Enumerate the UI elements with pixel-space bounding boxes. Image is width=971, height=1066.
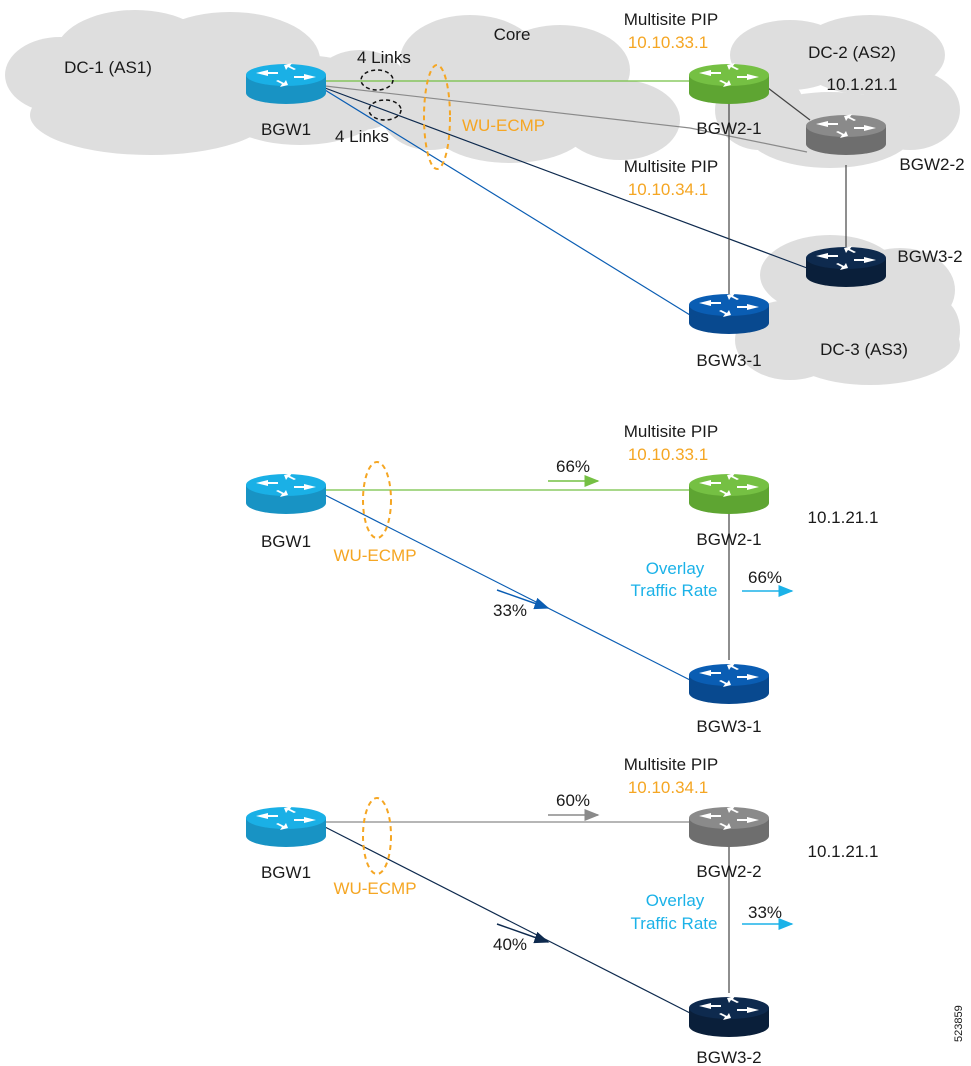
router-icon (689, 293, 769, 334)
middle-section: Multisite PIP 10.10.33.1 66% BGW1 WU-ECM… (246, 422, 878, 736)
link-mid-blue (324, 494, 691, 681)
wuecmp-ellipse (362, 797, 392, 875)
bot-gray-pct: 60% (556, 791, 590, 810)
mid-bgw2-label: BGW2-1 (696, 530, 761, 549)
link-bundle-upper (360, 69, 394, 91)
bot-navy-pct: 40% (493, 935, 527, 954)
bgw3-2-label: BGW3-2 (897, 247, 962, 266)
router-icon (689, 63, 769, 104)
router-icon (246, 63, 326, 104)
links-upper-label: 4 Links (357, 48, 411, 67)
mid-green-pct: 66% (556, 457, 590, 476)
mid-overlay-2: Traffic Rate (631, 581, 718, 600)
bgw2-2-label: BGW2-2 (899, 155, 964, 174)
mid-overlay-pct: 66% (748, 568, 782, 587)
dc2-label: DC-2 (AS2) (808, 43, 896, 62)
bot-pip-title: Multisite PIP (624, 755, 718, 774)
router-icon (806, 246, 886, 287)
router-icon (689, 663, 769, 704)
router-icon (689, 996, 769, 1037)
arrow-mid-blue (496, 589, 550, 610)
top-section: DC-1 (AS1) Core DC-2 (AS2) DC-3 (AS3) 4 … (5, 10, 965, 385)
bot-overlay-pct: 33% (748, 903, 782, 922)
bot-overlay-1: Overlay (646, 891, 705, 910)
router-icon (689, 806, 769, 847)
wuecmp-label: WU-ECMP (462, 116, 545, 135)
bot-pip-ip: 10.10.34.1 (628, 778, 708, 797)
dc1-label: DC-1 (AS1) (64, 58, 152, 77)
bottom-section: Multisite PIP 10.10.34.1 60% BGW1 WU-ECM… (246, 755, 878, 1066)
bgw3-1-label: BGW3-1 (696, 351, 761, 370)
mid-pip-title: Multisite PIP (624, 422, 718, 441)
wuecmp-ellipse (362, 461, 392, 539)
bot-overlay-2: Traffic Rate (631, 914, 718, 933)
link-bundle-lower (368, 99, 402, 121)
bot-wuecmp-label: WU-ECMP (333, 879, 416, 898)
wuecmp-ellipse (423, 64, 451, 170)
bot-ip: 10.1.21.1 (808, 842, 879, 861)
bot-bgw3-label: BGW3-2 (696, 1048, 761, 1066)
bgw2-1-label: BGW2-1 (696, 119, 761, 138)
mid-blue-pct: 33% (493, 601, 527, 620)
link-bgw1-bgw3-1 (324, 89, 691, 316)
mid-bgw3-label: BGW3-1 (696, 717, 761, 736)
link-bgw1-bgw2-2-a (324, 85, 691, 129)
arrow-bot-navy (496, 923, 550, 944)
mid-ip: 10.1.21.1 (808, 508, 879, 527)
links-lower-label: 4 Links (335, 127, 389, 146)
router-icon (246, 806, 326, 847)
bot-bgw2-label: BGW2-2 (696, 862, 761, 881)
bot-bgw1-label: BGW1 (261, 863, 311, 882)
mid-bgw1-label: BGW1 (261, 532, 311, 551)
pip2-title: Multisite PIP (624, 157, 718, 176)
mid-wuecmp-label: WU-ECMP (333, 546, 416, 565)
pip1-ip: 10.10.33.1 (628, 33, 708, 52)
link-bot-navy (324, 826, 691, 1014)
link-bgw2-1-bgw2-2 (767, 87, 811, 121)
router-icon (246, 473, 326, 514)
router-icon (689, 473, 769, 514)
dc3-label: DC-3 (AS3) (820, 340, 908, 359)
core-label: Core (494, 25, 531, 44)
link-bgw1-bgw3-2 (324, 87, 808, 269)
pip1-title: Multisite PIP (624, 10, 718, 29)
pip2-ip: 10.10.34.1 (628, 180, 708, 199)
mid-overlay-1: Overlay (646, 559, 705, 578)
bgw1-label: BGW1 (261, 120, 311, 139)
link-bgw1-bgw2-2-b (689, 127, 808, 153)
mid-pip-ip: 10.10.33.1 (628, 445, 708, 464)
dc2-ip: 10.1.21.1 (827, 75, 898, 94)
figure-id: 523859 (953, 1005, 965, 1042)
router-icon (806, 114, 886, 155)
